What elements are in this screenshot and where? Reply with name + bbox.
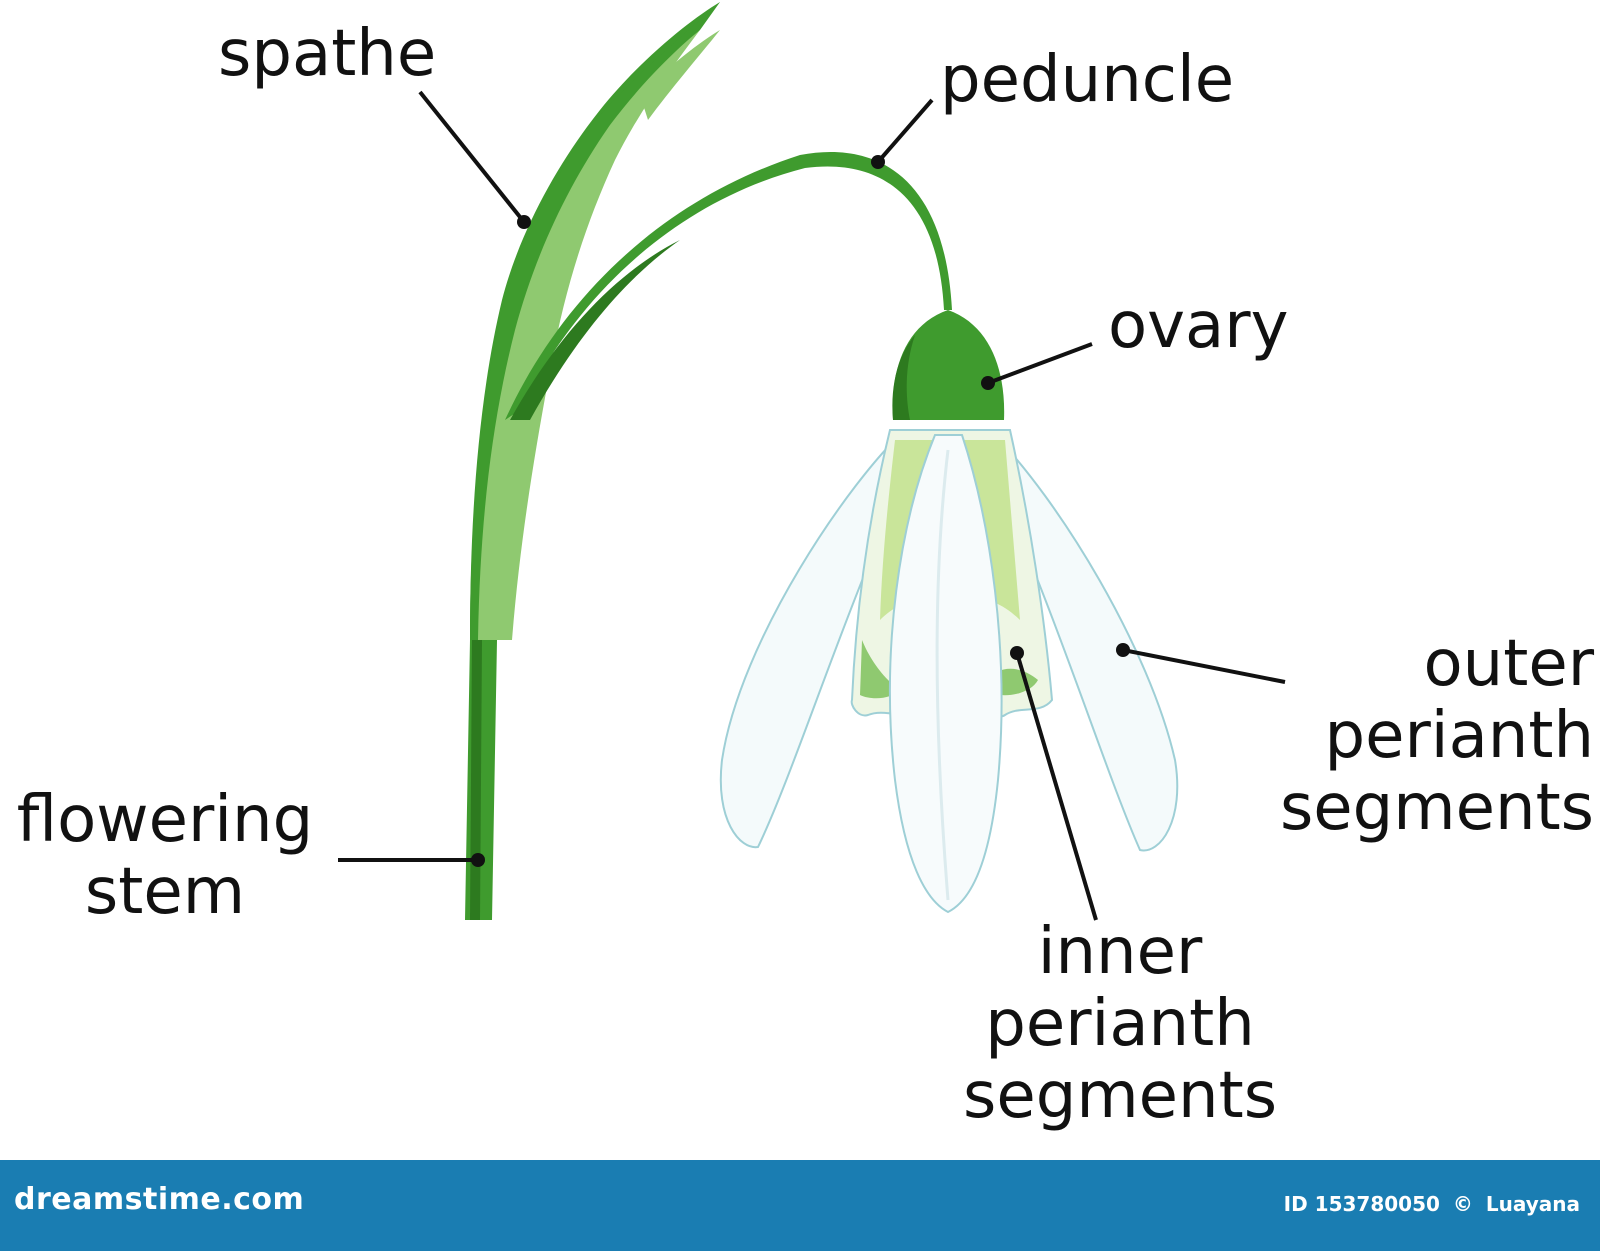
inner-perianth-dot (1010, 646, 1024, 660)
peduncle-leader (876, 98, 934, 164)
peduncle-dark (510, 240, 680, 420)
watermark-footer: dreamstime.com ID 153780050 © Luayana (0, 1160, 1600, 1251)
flowering-stem-shape (465, 2, 720, 920)
label-outer-perianth-line1: outer (1423, 627, 1595, 701)
label-peduncle-text: peduncle (940, 43, 1235, 117)
outer-perianth-dot (1116, 643, 1130, 657)
label-spathe: spathe (218, 18, 436, 90)
peduncle-shape (505, 152, 952, 420)
inner-perianth-leader (1015, 652, 1098, 921)
spathe-dot (517, 215, 531, 229)
label-outer-perianth-line3: segments (1279, 771, 1594, 845)
outer-petal-center (888, 434, 1003, 914)
image-credit: ID 153780050 © Luayana (1278, 1192, 1580, 1216)
label-inner-perianth-line2: perianth (985, 987, 1255, 1061)
label-ovary: ovary (1108, 290, 1288, 362)
ovary-dark (892, 335, 915, 420)
copyright-symbol: © (1452, 1192, 1473, 1216)
stem-highlight (470, 640, 482, 920)
label-ovary-text: ovary (1108, 289, 1289, 363)
spathe-leader (418, 90, 526, 224)
petal-crease (935, 449, 950, 901)
label-outer-perianth-line2: perianth (1324, 699, 1594, 773)
ovary-dot (981, 376, 995, 390)
image-id: ID 153780050 (1283, 1192, 1440, 1216)
label-inner-perianth: inner perianth segments (930, 916, 1310, 1132)
spathe-tip (640, 30, 720, 120)
label-flowering-stem-line1: flowering (16, 783, 314, 857)
peduncle-dot (871, 155, 885, 169)
label-flowering-stem-line2: stem (84, 855, 246, 929)
label-peduncle: peduncle (940, 44, 1234, 116)
spathe-light (478, 30, 700, 640)
label-inner-perianth-line3: segments (962, 1059, 1278, 1133)
outer-perianth-leader (1122, 648, 1286, 684)
label-inner-perianth-line1: inner (1037, 915, 1203, 989)
flowering-stem-dot (471, 853, 485, 867)
label-spathe-text: spathe (218, 17, 437, 91)
snowdrop-diagram (338, 2, 1286, 921)
author-name[interactable]: Luayana (1485, 1192, 1580, 1216)
ovary-leader (987, 342, 1093, 385)
label-flowering-stem: flowering stem (0, 784, 330, 928)
ovary-shape (892, 310, 1005, 420)
brand-logo[interactable]: dreamstime.com (14, 1182, 305, 1217)
label-outer-perianth: outer perianth segments (1232, 628, 1594, 844)
